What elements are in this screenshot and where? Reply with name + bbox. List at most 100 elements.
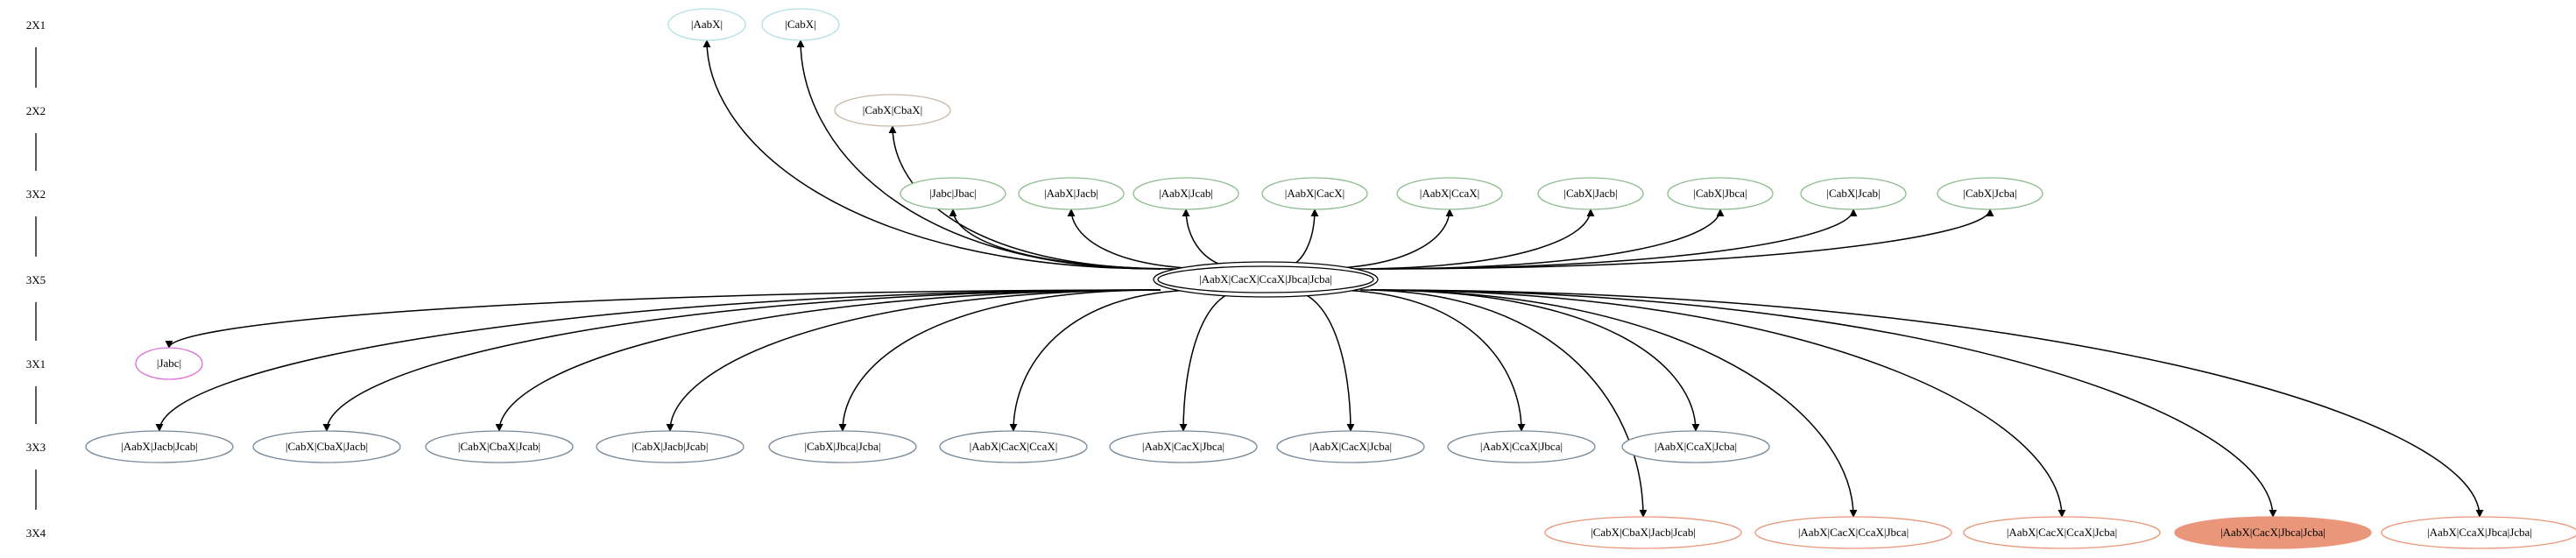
node-outline [2174,516,2372,549]
node-outline [1667,177,1774,210]
node-label: |CabX|CbaX| [863,103,922,117]
node-outline [939,430,1088,463]
graph-node[interactable]: |CabX|CbaX|Jacb|Jcab| [1544,516,1742,549]
graph-node[interactable]: |CabX|Jbca| [1667,177,1774,210]
edge [1182,208,1246,270]
edge [1370,208,1994,270]
edge [1370,289,1700,432]
rank-label: 2X2 [26,104,46,117]
edge [1370,289,2066,518]
node-outline [1276,430,1425,463]
node-outline [252,430,401,463]
node-label: |AabX|CacX|CcaX|Jcba| [2007,526,2117,539]
node-label: |CabX|Jacb| [1563,187,1617,200]
edge [1370,289,1858,518]
node-outline [1109,430,1258,463]
graph-node[interactable]: |AabX|CacX|CcaX|Jcba| [1963,516,2161,549]
edge [1009,289,1203,432]
node-label: |AabX|Jcab| [1159,187,1213,200]
graph-node[interactable]: |AabX|Jcab| [1133,177,1239,210]
graph-node[interactable]: |CabX|CbaX|Jacb| [252,430,401,463]
node-outline [761,8,840,41]
node-outline [1396,177,1503,210]
node-label: |Jabc|Jbac| [929,187,977,200]
node-outline [1537,177,1644,210]
graph-node[interactable]: |AabX|CacX|Jbca|Jcba| [2174,516,2372,549]
root-node[interactable]: |AabX|CacX|CcaX|Jbca|Jcba| [1153,261,1379,298]
node-label: |AabX|CacX| [1285,187,1344,200]
node-label: |AabX|Jacb| [1044,187,1098,200]
graph-node[interactable]: |AabX|CcaX| [1396,177,1503,210]
edge [495,289,1161,432]
node-outline [834,94,951,127]
graph-node[interactable]: |AabX|Jacb| [1018,177,1125,210]
nodes: |AabX| |CabX| |CabX|CbaX| |Jabc|Jbac| |AabX|… [85,8,2576,549]
edge [1329,289,1526,432]
node-label: |CabX|Jacb|Jcab| [632,440,709,453]
edge [1370,208,1858,270]
node-label: |AabX|CacX|Jbca|Jcba| [2220,526,2325,539]
node-label: |CabX|Jcab| [1826,187,1880,200]
node-outline [1544,516,1742,549]
graph-node[interactable]: |CabX|Jcab| [1800,177,1907,210]
edge [1370,289,2484,518]
graph-node[interactable]: |AabX|CcaX|Jbca| [1447,430,1596,463]
node-outline [2381,516,2576,549]
node-outline [1963,516,2161,549]
edge [1179,289,1246,432]
edge [666,289,1161,432]
node-outline [1621,430,1770,463]
rank-label: 3X5 [26,273,46,286]
edge [949,208,1188,270]
node-outline [1937,177,2043,210]
graph-node[interactable]: |AabX|CacX| [1261,177,1368,210]
rank-label: 3X2 [26,187,46,201]
graph-node[interactable]: |AabX|Jacb|Jcab| [85,430,234,463]
graph-node[interactable]: |AabX|CacX|Jbca| [1109,430,1258,463]
node-label: |CabX|CbaX|Jacb|Jcab| [1591,526,1696,539]
edge [702,39,1161,270]
edges [155,39,2484,518]
graph-node[interactable]: |AabX|CacX|CcaX|Jbca| [1754,516,1952,549]
rank-label: 3X4 [26,526,46,540]
node-label: |AabX|CcaX|Jbca|Jcba| [2427,526,2532,539]
node-label: |AabX|CcaX|Jbca| [1480,440,1563,453]
edge [838,289,1161,432]
node-label: |AabX|CacX|Jbca| [1142,440,1224,453]
node-outline [425,430,574,463]
graph-node[interactable]: |CabX|Jcba| [1937,177,2043,210]
graph-node[interactable]: |CabX|Jacb| [1537,177,1644,210]
graph-node[interactable]: |AabX|CacX|Jcba| [1276,430,1425,463]
node-outline [1153,261,1379,298]
graph-node[interactable]: |Jabc|Jbac| [900,177,1006,210]
node-outline [667,8,746,41]
node-outline [768,430,917,463]
rank-label: 3X1 [26,357,46,371]
graph-node[interactable]: |CabX|CbaX| [834,94,951,127]
graph-node[interactable]: |AabX|CcaX|Jcba| [1621,430,1770,463]
edge [155,289,1161,432]
graph-node[interactable]: |AabX|CcaX|Jbca|Jcba| [2381,516,2576,549]
node-label: |CabX| [785,18,816,31]
rank-label: 2X1 [26,18,46,32]
graph-node[interactable]: |Jabc| [135,347,203,380]
node-label: |AabX|CacX|CcaX|Jbca| [1798,526,1909,539]
edge [165,289,1161,349]
node-label: |CabX|CbaX|Jcab| [458,440,540,453]
edge [1346,208,1595,270]
graph-node[interactable]: |AabX| [667,8,746,41]
node-outline [1133,177,1239,210]
graph-node[interactable]: |CabX|Jbca|Jcba| [768,430,917,463]
graph-node[interactable]: |AabX|CacX|CcaX| [939,430,1088,463]
graph-node[interactable]: |CabX|CbaX|Jcab| [425,430,574,463]
node-outline [1018,177,1125,210]
node-label: |AabX|CacX|Jcba| [1309,440,1392,453]
graph-node[interactable]: |CabX|Jacb|Jcab| [596,430,745,463]
node-label: |CabX|Jbca|Jcba| [805,440,881,453]
node-outline [900,177,1006,210]
node-label: |AabX|CacX|CcaX|Jbca|Jcba| [1199,272,1332,286]
graph-node[interactable]: |CabX| [761,8,840,41]
node-outline [85,430,234,463]
